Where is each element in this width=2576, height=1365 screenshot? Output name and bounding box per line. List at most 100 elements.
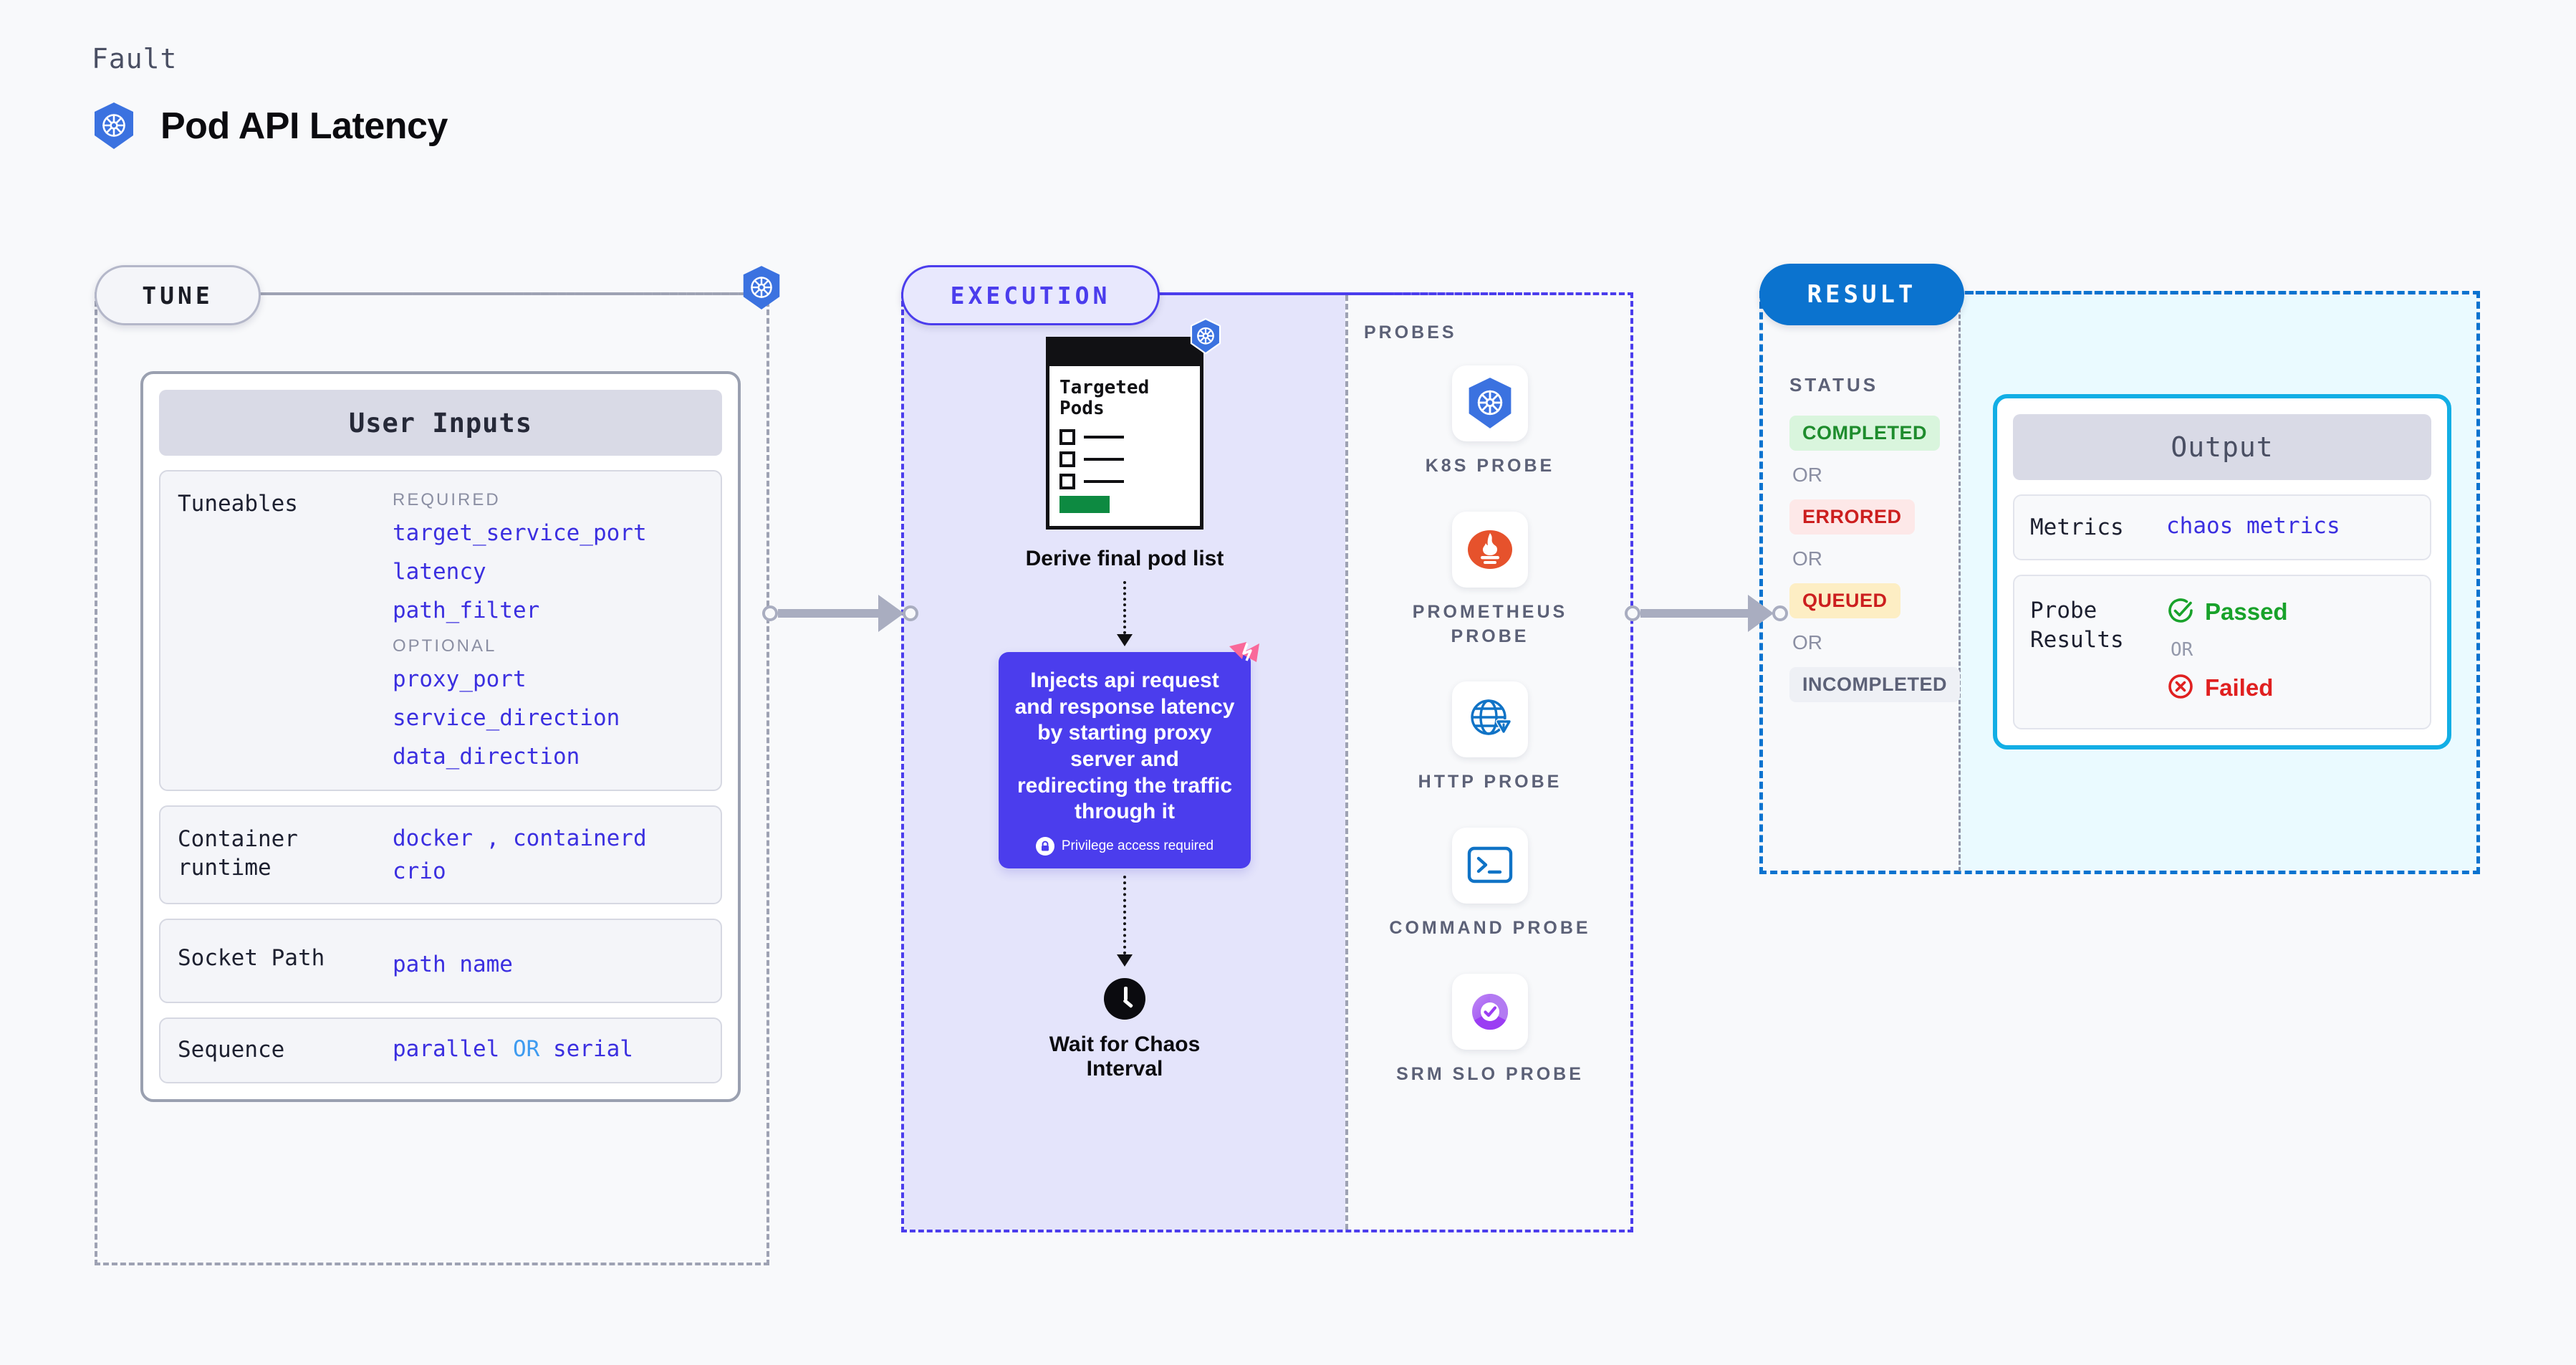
probe-result-passed: Passed	[2166, 596, 2414, 628]
probe-results-values: Passed OR Failed	[2166, 596, 2414, 704]
metrics-block: Metrics chaos metrics	[2013, 494, 2431, 561]
output-card: Output Metrics chaos metrics Probe Resul…	[1993, 394, 2451, 750]
kubernetes-icon	[1451, 365, 1528, 441]
probe-item-command[interactable]: COMMAND PROBE	[1389, 828, 1590, 941]
status-or: OR	[1792, 547, 1822, 570]
stage-pill-tune[interactable]: TUNE	[95, 265, 261, 325]
terminal-icon	[1451, 828, 1528, 904]
tuneables-values: REQUIRED target_service_port latency pat…	[393, 490, 703, 771]
x-circle-icon	[2166, 672, 2195, 704]
tuneable-value[interactable]: latency	[393, 559, 486, 585]
socket-path-value[interactable]: path name	[393, 952, 513, 977]
connector-arrowhead	[1748, 595, 1774, 632]
targeted-pods-title: Targeted Pods	[1059, 377, 1150, 420]
user-inputs-title: User Inputs	[159, 390, 722, 456]
status-or: OR	[1792, 464, 1822, 486]
pod-line	[1084, 480, 1124, 484]
kubernetes-icon	[1189, 317, 1222, 358]
metrics-value[interactable]: chaos metrics	[2166, 513, 2340, 539]
status-badge-queued: QUEUED	[1789, 583, 1900, 618]
tune-top-dash	[252, 292, 746, 295]
sequence-values: parallel OR serial	[393, 1036, 703, 1065]
runtime-containerd[interactable]: containerd	[513, 825, 647, 851]
checkbox-icon[interactable]	[1059, 474, 1075, 490]
prometheus-icon	[1452, 511, 1528, 588]
targeted-pods-card: Targeted Pods	[1046, 317, 1221, 530]
check-circle-icon	[2166, 596, 2195, 628]
probe-results-or: OR	[2171, 639, 2193, 661]
sequence-block: Sequence parallel OR serial	[159, 1017, 722, 1083]
status-badge-completed: COMPLETED	[1789, 416, 1941, 451]
http-globe-warning-icon	[1451, 681, 1528, 758]
status-heading: STATUS	[1789, 374, 1879, 396]
connector-execution-to-result	[1625, 595, 1788, 632]
status-badge-errored: ERRORED	[1789, 499, 1915, 535]
container-runtime-line1[interactable]: docker , containerd	[393, 825, 703, 851]
tuneable-value[interactable]: data_direction	[393, 744, 580, 770]
inject-description: Injects api request and response latency…	[1014, 669, 1235, 824]
optional-label: OPTIONAL	[393, 636, 497, 656]
stage-pill-result[interactable]: RESULT	[1759, 264, 1964, 325]
container-runtime-values: docker , containerd crio	[393, 825, 703, 884]
probe-results-key: Probe Results	[2030, 598, 2124, 653]
runtime-separator: ,	[486, 825, 500, 851]
connector-dot	[762, 605, 778, 621]
privilege-note-text: Privilege access required	[1061, 838, 1214, 853]
checkbox-icon[interactable]	[1059, 429, 1075, 446]
derive-pod-list-label: Derive final pod list	[1025, 547, 1224, 571]
connector-tune-to-execution	[762, 595, 918, 632]
sequence-parallel[interactable]: parallel	[393, 1036, 500, 1062]
stage-pill-result-label: RESULT	[1807, 280, 1917, 309]
pod-line	[1084, 458, 1124, 461]
status-or: OR	[1792, 631, 1822, 653]
metrics-key: Metrics	[2030, 514, 2124, 540]
lock-icon	[1035, 836, 1054, 856]
flow-arrowhead	[1117, 634, 1133, 647]
execution-flow: Targeted Pods	[904, 317, 1345, 1081]
title-row: Pod API Latency	[92, 102, 448, 150]
tuneable-value[interactable]: path_filter	[393, 598, 540, 623]
sequence-serial[interactable]: serial	[552, 1036, 633, 1062]
checkbox-icon[interactable]	[1059, 451, 1075, 468]
runtime-docker[interactable]: docker	[393, 825, 473, 851]
probe-results-block: Probe Results Passed OR	[2013, 575, 2431, 730]
container-runtime-key: Container runtime	[178, 826, 298, 881]
srm-slo-icon	[1452, 973, 1528, 1050]
clock-icon	[1104, 977, 1145, 1020]
tuneable-value[interactable]: proxy_port	[393, 666, 527, 692]
required-label: REQUIRED	[393, 490, 501, 509]
tuneable-value[interactable]: service_direction	[393, 705, 620, 731]
probes-heading: PROBES	[1364, 322, 1457, 343]
probe-item-http[interactable]: HTTP PROBE	[1418, 681, 1562, 795]
wait-for-chaos-interval-label: Wait for Chaos Interval	[1049, 1032, 1201, 1081]
pod-list-item	[1059, 429, 1190, 446]
probe-item-srm-slo[interactable]: SRM SLO PROBE	[1396, 973, 1584, 1087]
probe-result-failed: Failed	[2166, 672, 2414, 704]
probes-list: K8S PROBE PROMETHEUS PROBE	[1350, 365, 1630, 1120]
probe-label: PROMETHEUS PROBE	[1412, 601, 1568, 646]
probe-label: HTTP PROBE	[1418, 772, 1562, 792]
flow-connector-dashed	[1123, 581, 1126, 635]
inject-latency-card: Injects api request and response latency…	[999, 642, 1259, 868]
kubernetes-icon	[741, 265, 782, 314]
connector-dot	[1625, 605, 1640, 621]
output-title: Output	[2013, 414, 2431, 480]
tuneable-value[interactable]: target_service_port	[393, 520, 647, 546]
socket-path-key: Socket Path	[178, 945, 325, 971]
runtime-crio[interactable]: crio	[393, 858, 446, 884]
probe-failed-label: Failed	[2205, 674, 2274, 701]
connector-bar	[778, 609, 878, 618]
sequence-value[interactable]: parallel OR serial	[393, 1036, 703, 1062]
execution-top-dash	[1152, 292, 1633, 295]
flow-arrowhead	[1117, 954, 1133, 967]
execution-probes-divider	[1345, 295, 1348, 1230]
probe-item-prometheus[interactable]: PROMETHEUS PROBE	[1375, 511, 1605, 649]
flow-connector-dashed	[1123, 875, 1126, 954]
metrics-values: chaos metrics	[2166, 513, 2414, 542]
probe-label: SRM SLO PROBE	[1396, 1063, 1584, 1084]
probe-item-k8s[interactable]: K8S PROBE	[1426, 365, 1554, 479]
status-list: COMPLETED OR ERRORED OR QUEUED OR INCOMP…	[1789, 416, 1961, 702]
pod-line	[1084, 436, 1124, 439]
result-output-divider	[1959, 295, 1961, 871]
stage-pill-execution[interactable]: EXECUTION	[901, 265, 1160, 325]
